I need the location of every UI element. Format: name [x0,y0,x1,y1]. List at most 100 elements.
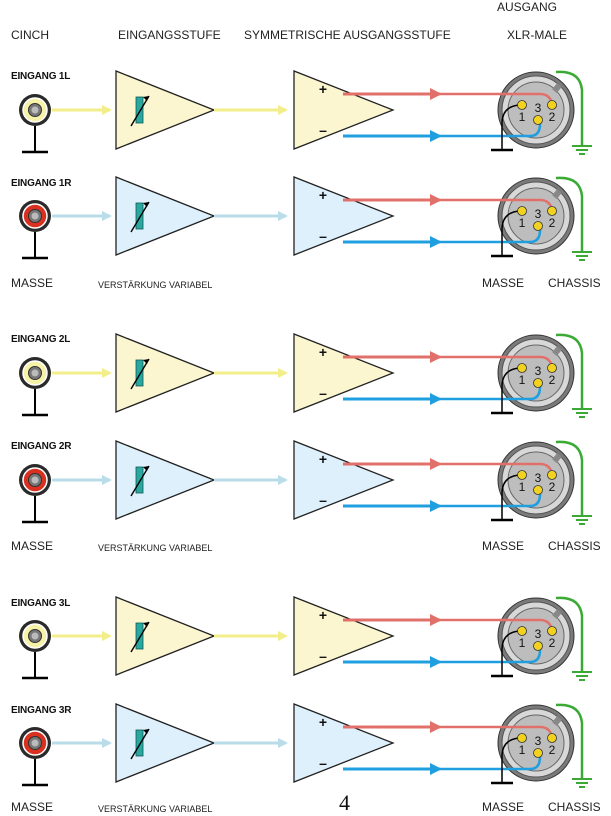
gain-label: VERSTÄRKUNG VARIABEL [98,280,213,290]
pin-label-3: 3 [535,101,542,115]
pot-wiper [130,621,150,653]
minus-sign: – [319,492,327,508]
pin-label-1: 1 [519,110,526,124]
page-number: 4 [339,790,350,815]
rca-pin-center [31,476,39,484]
pot-wiper [130,465,150,497]
xlr-male-header: XLR-MALE [507,28,568,42]
pot-wiper [130,358,150,390]
pin-label-2: 2 [549,636,556,650]
input-stage-amplifier [115,440,216,520]
chassis-label: CHASSIS [548,539,601,553]
pin-label-3: 3 [535,627,542,641]
xlr-pin-3 [533,641,543,651]
minus-sign: – [319,648,327,664]
negative-wire-end [440,756,542,771]
masse-wire [501,367,521,413]
masse-wire [501,104,521,150]
channel-label-1r: EINGANG 1R [11,178,72,189]
xlr-pin-1 [517,363,527,373]
minus-sign: – [319,228,327,244]
chassis-wire [555,70,584,146]
masse-output-label: MASSE [482,276,525,290]
pin-label-1: 1 [519,373,526,387]
pot-wiper [130,95,150,127]
chassis-wire [555,333,584,409]
xlr-pin-1 [517,733,527,743]
xlr-pin-2 [547,363,557,373]
rca-pin-center [31,369,39,377]
pot-arrow [143,622,149,627]
masse-output-label: MASSE [482,800,525,814]
plus-sign: + [319,344,327,360]
xlr-face [507,607,565,665]
output-stage-amplifier [293,176,395,256]
chassis-wire [555,703,584,779]
pot-arrow [143,359,149,364]
negative-wire-end [440,649,542,664]
masse-wire [501,630,521,676]
xlr-pin-3 [533,485,543,495]
xlr-pin-1 [517,100,527,110]
rca-pin-center [31,106,39,114]
xlr-pin-2 [547,626,557,636]
negative-wire-end [440,493,542,508]
plus-sign: + [319,607,327,623]
minus-sign: – [319,122,327,138]
pot-arrow [143,96,149,101]
plus-sign: + [319,81,327,97]
masse-label: MASSE [11,539,54,553]
rca-pin-center [31,739,39,747]
minus-sign: – [319,385,327,401]
channel-label-2l: EINGANG 2L [11,334,71,345]
masse-output-label: MASSE [482,539,525,553]
chassis-wire [555,176,584,252]
negative-wire-end [440,386,542,401]
input-stage-amplifier [115,703,216,783]
rca-pin-center [31,212,39,220]
output-stage-amplifier [293,703,395,783]
output-stage-amplifier [293,70,395,150]
output-stage-amplifier [293,440,395,520]
pin-label-3: 3 [535,207,542,221]
pin-label-2: 2 [549,110,556,124]
xlr-pin-1 [517,470,527,480]
chassis-wire [555,440,584,516]
cinch-header: CINCH [11,28,49,42]
gain-pot-icon [135,359,144,387]
rca-pin-center [31,632,39,640]
pin-label-2: 2 [549,480,556,494]
xlr-face [507,714,565,772]
pin-label-3: 3 [535,734,542,748]
xlr-pin-3 [533,221,543,231]
xlr-pin-3 [533,378,543,388]
xlr-pin-2 [547,470,557,480]
pin-label-2: 2 [549,743,556,757]
pot-wiper [130,201,150,233]
negative-wire-end [440,229,542,244]
negative-wire-end [440,123,542,138]
xlr-latch [552,609,562,619]
pot-arrow [143,466,149,471]
xlr-latch [552,83,562,93]
plus-sign: + [319,187,327,203]
xlr-latch [552,189,562,199]
channel-label-2r: EINGANG 2R [11,441,72,452]
xlr-face [507,81,565,139]
eingangsstufe-header: EINGANGSSTUFE [118,28,221,42]
gain-pot-icon [135,96,144,124]
pin-label-1: 1 [519,216,526,230]
pin-label-2: 2 [549,373,556,387]
input-stage-amplifier [115,596,216,676]
masse-label: MASSE [11,800,54,814]
channel-label-3l: EINGANG 3L [11,598,71,609]
output-stage-amplifier [293,333,395,413]
plus-sign: + [319,451,327,467]
channel-1: + – 1 23 [19,70,592,155]
chassis-label: CHASSIS [548,276,601,290]
chassis-label: CHASSIS [548,800,601,814]
